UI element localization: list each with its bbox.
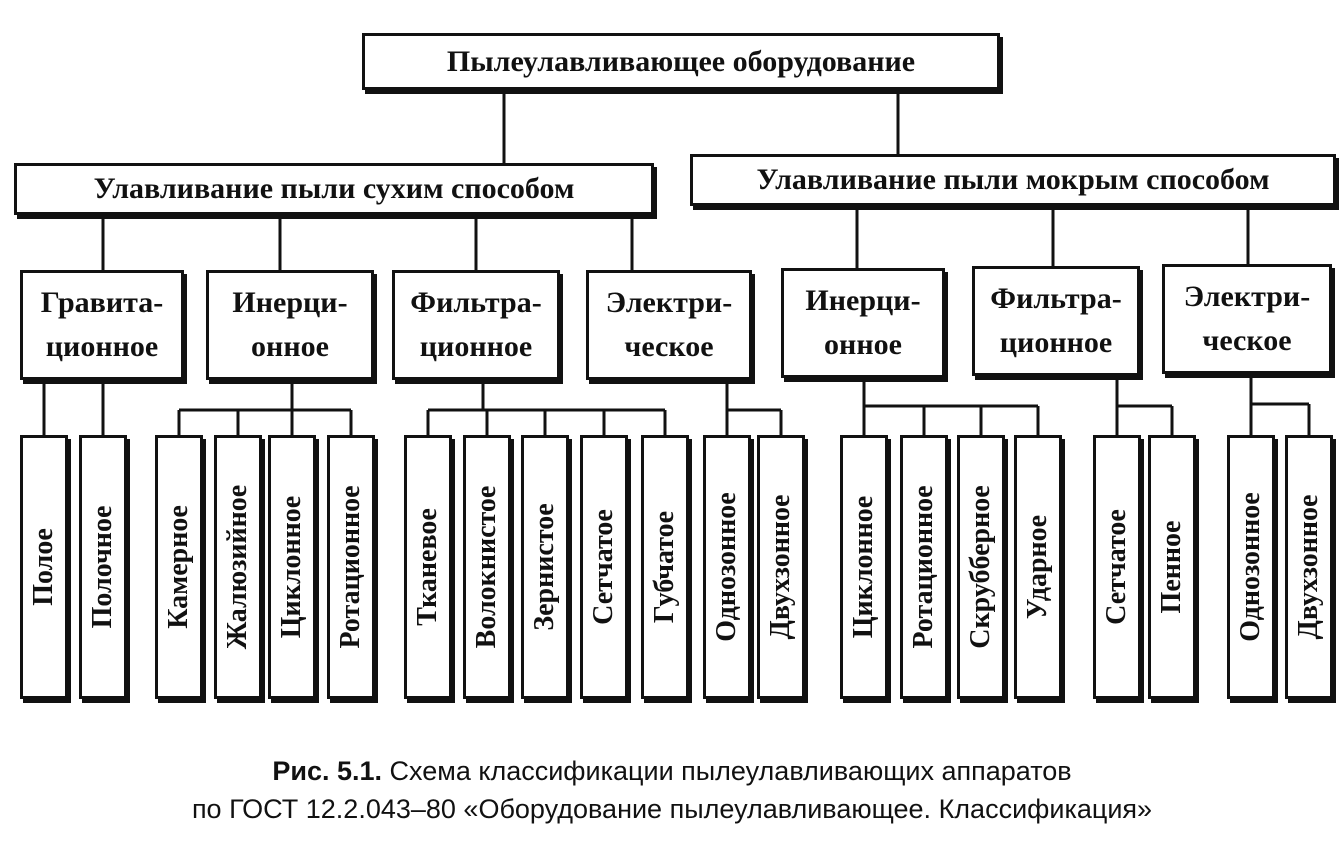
figure-caption: Рис. 5.1. Схема классификации пылеулавли…: [0, 752, 1344, 828]
leaf-label: Пенное: [1156, 520, 1187, 614]
classification-diagram: Пылеулавливающее оборудование Улавливани…: [14, 33, 1336, 699]
leaf-box: Полое: [20, 435, 68, 699]
branch-dry-box: Улавливание пыли сухим способом: [14, 163, 654, 215]
leaf-box: Волокнистое: [463, 435, 511, 699]
group-wet-electric: Электри- ческое: [1162, 264, 1332, 374]
group-dry-electric-label: Электри- ческое: [605, 286, 733, 363]
group-wet-filter: Фильтра- ционное: [972, 266, 1140, 376]
group-wet-inertial: Инерци- онное: [781, 268, 945, 378]
group-dry-gravity: Гравита- ционное: [20, 270, 184, 380]
connector-wet-electric-leaves: [1249, 374, 1311, 435]
leaf-label: Полочное: [87, 505, 118, 629]
root-label: Пылеулавливающее оборудование: [446, 44, 916, 78]
leaf-label: Двухзонное: [1293, 494, 1324, 640]
leaf-box: Двухзонное: [757, 435, 805, 699]
group-dry-inertial-label: Инерци- онное: [232, 286, 348, 363]
caption-line-1: Рис. 5.1. Схема классификации пылеулавли…: [0, 752, 1344, 790]
group-dry-inertial: Инерци- онное: [206, 270, 374, 380]
leaf-label: Сетчатое: [588, 509, 619, 625]
leaf-label: Полое: [28, 528, 59, 606]
leaf-label: Скрубберное: [965, 485, 996, 649]
leaf-box: Ударное: [1014, 435, 1062, 699]
connector-wet-filter-leaves: [1115, 376, 1174, 435]
leaf-box: Однозонное: [703, 435, 751, 699]
leaf-box: Сетчатое: [580, 435, 628, 699]
leaf-box: Губчатое: [641, 435, 689, 699]
leaf-label: Камерное: [163, 505, 194, 629]
leaf-box: Зернистое: [521, 435, 569, 699]
leaf-box: Жалюзийное: [214, 435, 262, 699]
branch-wet-box: Улавливание пыли мокрым способом: [690, 154, 1336, 206]
connector-dry-inertial-leaves: [177, 380, 353, 435]
leaf-label: Зернистое: [529, 503, 560, 631]
branch-wet-label: Улавливание пыли мокрым способом: [756, 163, 1270, 196]
connector-wet-inertial-leaves: [862, 378, 1040, 435]
caption-text-1: Схема классификации пылеулавливающих апп…: [389, 756, 1072, 786]
leaf-box: Однозонное: [1227, 435, 1275, 699]
leaf-label: Волокнистое: [471, 485, 502, 649]
group-dry-electric: Электри- ческое: [586, 270, 752, 380]
leaf-box: Ротационное: [900, 435, 948, 699]
connector-gravity-leaves: [42, 380, 105, 435]
leaf-box: Камерное: [155, 435, 203, 699]
leaf-label: Жалюзийное: [222, 484, 253, 650]
group-wet-inertial-label: Инерци- онное: [805, 284, 921, 361]
leaf-label: Ротационное: [908, 485, 939, 649]
leaf-label: Ротационное: [335, 485, 366, 649]
leaf-box: Тканевое: [404, 435, 452, 699]
leaf-label: Циклонное: [276, 495, 307, 639]
leaf-box: Циклонное: [840, 435, 888, 699]
group-dry-filter-label: Фильтра- ционное: [410, 286, 542, 363]
leaf-label: Сетчатое: [1101, 509, 1132, 625]
connector-dry-filter-leaves: [426, 380, 667, 435]
connector-dry-electric-leaves: [725, 378, 783, 435]
caption-line-2: по ГОСТ 12.2.043–80 «Оборудование пылеул…: [191, 794, 1153, 824]
leaf-box: Полочное: [79, 435, 127, 699]
leaf-box: Циклонное: [268, 435, 316, 699]
leaf-box: Скрубберное: [957, 435, 1005, 699]
leaf-label: Ударное: [1022, 514, 1053, 620]
leaf-label: Тканевое: [412, 508, 443, 626]
leaf-box: Сетчатое: [1093, 435, 1141, 699]
group-dry-filter: Фильтра- ционное: [392, 270, 560, 380]
leaf-label: Однозонное: [711, 492, 742, 642]
leaf-label: Циклонное: [848, 495, 879, 639]
leaf-label: Двухзонное: [765, 494, 796, 640]
leaf-label: Однозонное: [1235, 492, 1266, 642]
caption-label: Рис. 5.1.: [272, 756, 383, 786]
leaf-label: Губчатое: [649, 510, 680, 624]
leaf-box: Пенное: [1148, 435, 1196, 699]
connector-lines: [42, 90, 1311, 435]
branch-dry-label: Улавливание пыли сухим способом: [93, 172, 575, 205]
group-wet-electric-label: Электри- ческое: [1183, 280, 1311, 357]
group-wet-filter-label: Фильтра- ционное: [990, 282, 1122, 359]
leaf-box: Двухзонное: [1285, 435, 1333, 699]
group-dry-gravity-label: Гравита- ционное: [40, 286, 164, 363]
root-box: Пылеулавливающее оборудование: [362, 33, 1000, 90]
leaf-box: Ротационное: [327, 435, 375, 699]
